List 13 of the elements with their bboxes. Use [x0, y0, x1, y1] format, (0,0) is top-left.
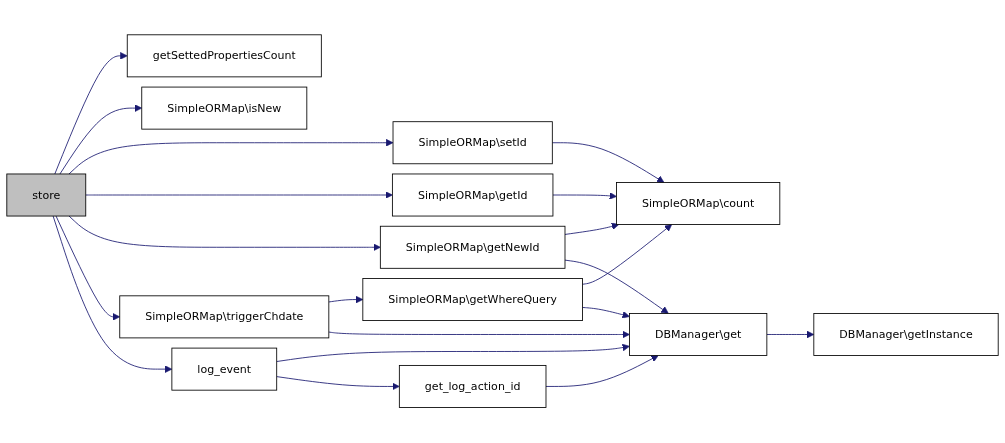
node-box: getSettedPropertiesCount	[126, 34, 322, 78]
node-box: SimpleORMap\triggerChdate	[119, 295, 330, 339]
node-box: SimpleORMap\getNewId	[379, 226, 566, 270]
node-box: SimpleORMap\getWhereQuery	[362, 278, 583, 322]
node-box: SimpleORMap\getId	[391, 173, 554, 217]
node-box: SimpleORMap\setId	[392, 121, 553, 165]
node-box: SimpleORMap\count	[616, 182, 781, 226]
node-box: log_event	[171, 348, 278, 391]
node-box: store	[6, 173, 87, 217]
node-box: DBManager\get	[629, 313, 768, 357]
node-box: DBManager\getInstance	[813, 313, 999, 357]
node-box: SimpleORMap\isNew	[141, 87, 308, 130]
node-box: get_log_action_id	[398, 365, 547, 409]
